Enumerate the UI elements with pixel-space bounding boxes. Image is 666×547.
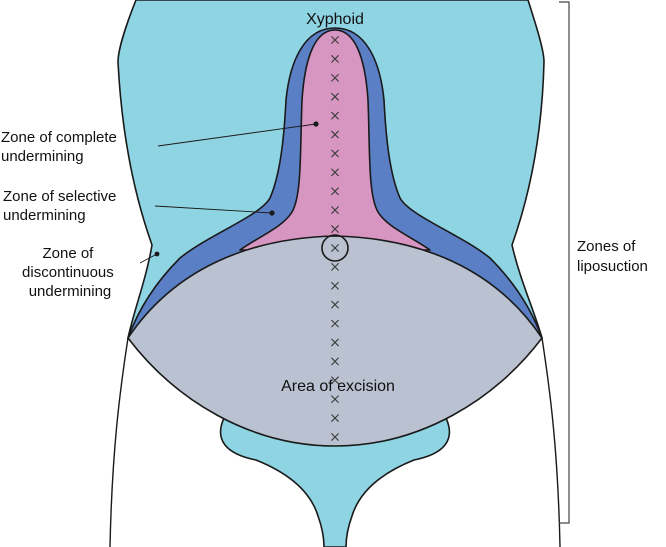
- leader-line-discontinuous: [139, 253, 158, 264]
- midline-x-marker: [331, 300, 339, 309]
- midline-x-marker: [331, 130, 339, 139]
- midline-x-marker: [331, 376, 339, 385]
- xyphoid-label: Xyphoid: [306, 11, 364, 28]
- leader-dot-discontinuous: [154, 251, 160, 257]
- complete-label-line-1: Zone of complete: [1, 129, 117, 146]
- midline-x-marker: [331, 187, 339, 196]
- midline-x-marker: [331, 414, 339, 423]
- midline-x-marker: [331, 111, 339, 120]
- midline-x-marker: [331, 92, 339, 101]
- complete-undermining-label: Zone of complete undermining: [1, 129, 121, 165]
- midline-x-marker: [331, 54, 339, 63]
- midline-x-marker: [331, 433, 339, 441]
- midline-x-marker: [331, 338, 339, 347]
- midline-x-marker: [331, 149, 339, 158]
- selective-label-line-2: undermining: [3, 207, 86, 224]
- complete-label-line-2: undermining: [1, 148, 84, 165]
- umbilicus-circle: [321, 234, 349, 262]
- midline-x-marker: [331, 206, 339, 215]
- discontinuous-label-line-1: Zone of: [42, 245, 94, 262]
- body-outline-left-hip: [109, 337, 129, 547]
- liposuction-bracket: [559, 1, 570, 524]
- midline-x-marker: [331, 225, 339, 234]
- midline-markers: [331, 36, 339, 441]
- leader-line-complete: [157, 123, 317, 147]
- liposuction-label-line-2: liposuction: [577, 258, 648, 275]
- discontinuous-label-line-2: discontinuous: [22, 264, 114, 281]
- discontinuous-label-line-3: undermining: [29, 283, 112, 300]
- midline-x-marker: [331, 281, 339, 290]
- leader-dot-complete: [313, 121, 319, 127]
- liposuction-label: Zones of liposuction: [577, 238, 648, 275]
- body-outline-right-hip: [541, 337, 561, 547]
- selective-undermining-label: Zone of selective undermining: [3, 188, 121, 224]
- midline-x-marker: [331, 243, 339, 252]
- midline-x-marker: [331, 168, 339, 177]
- excision-label: Area of excision: [281, 378, 395, 395]
- leader-dot-selective: [269, 210, 275, 216]
- midline-x-marker: [331, 395, 339, 404]
- midline-x-marker: [331, 262, 339, 271]
- midline-x-marker: [331, 357, 339, 366]
- midline-x-marker: [331, 36, 339, 44]
- discontinuous-undermining-label: Zone of discontinuous undermining: [22, 245, 118, 300]
- midline-x-marker: [331, 73, 339, 82]
- liposuction-label-line-1: Zones of: [577, 238, 636, 255]
- selective-label-line-1: Zone of selective: [3, 188, 116, 205]
- leader-line-selective: [154, 205, 273, 214]
- midline-x-marker: [331, 319, 339, 328]
